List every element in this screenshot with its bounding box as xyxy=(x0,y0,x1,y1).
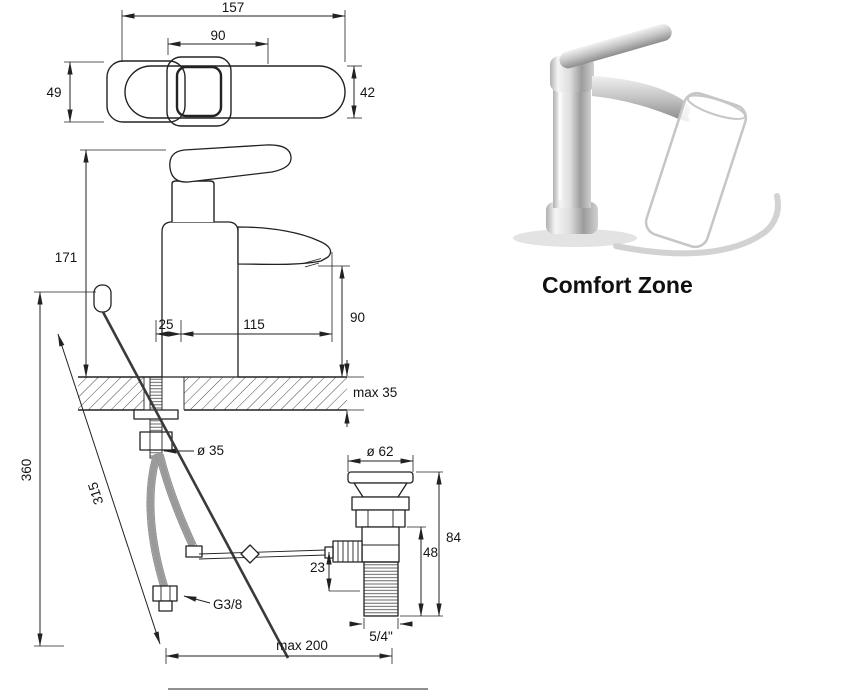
comfort-zone-label: Comfort Zone xyxy=(542,272,693,298)
dim-label-48: 48 xyxy=(423,545,438,560)
dim-label-25: 25 xyxy=(158,317,173,332)
dim-label-157: 157 xyxy=(222,0,245,15)
drain-body xyxy=(361,526,400,563)
linkage-clamp xyxy=(240,544,260,564)
faucet-spout-outline xyxy=(237,226,332,266)
surface-curve xyxy=(613,193,781,257)
drain-flange xyxy=(351,496,410,511)
drain-linkage xyxy=(198,544,327,564)
faucet-neck-outline xyxy=(171,180,215,222)
faucet-body-outline xyxy=(161,221,239,378)
dim-label-90-top: 90 xyxy=(210,28,225,43)
dim-label-max200: max 200 xyxy=(276,638,328,653)
comfort-faucet xyxy=(546,24,691,234)
dim-label-drain-diameter: ø 62 xyxy=(366,444,393,459)
glass-outline xyxy=(644,91,748,249)
top-view-body-outline xyxy=(106,60,186,123)
dim-label-49: 49 xyxy=(46,85,61,100)
top-view-handle-base-outline xyxy=(166,56,232,127)
dim-label-max35: max 35 xyxy=(353,385,397,400)
drain-threaded-tail xyxy=(363,561,399,617)
dim-label-90-front: 90 xyxy=(350,310,365,325)
top-view-handle-inner-outline xyxy=(175,65,223,118)
top-view-lever-outline xyxy=(124,65,346,119)
counter-hatch-left xyxy=(78,377,144,410)
drain-plug-cone xyxy=(353,482,408,498)
comfort-zone-illustration: Comfort Zone xyxy=(513,24,781,298)
supply-hose-right xyxy=(156,452,203,558)
dim-label-315: 315 xyxy=(85,480,106,506)
dim-label-23: 23 xyxy=(310,560,325,575)
dim-label-171: 171 xyxy=(55,250,78,265)
faucet-lever-outline xyxy=(169,144,292,183)
drain-union-nut xyxy=(355,509,406,528)
drain-plug-cap xyxy=(347,471,414,484)
dim-label-84: 84 xyxy=(446,530,462,545)
drain-assembly: ø 62 84 48 23 5/4" xyxy=(310,444,462,644)
dim-label-supply-thread: G3/8 xyxy=(213,597,242,612)
counter-hatch-right xyxy=(184,377,347,410)
top-view-drawing: 157 90 49 42 xyxy=(46,0,375,127)
front-view-drawing: 171 25 115 90 xyxy=(55,144,365,378)
dim-label-115: 115 xyxy=(243,317,265,332)
dim-label-waste-thread: 5/4" xyxy=(369,629,393,644)
dim-label-42: 42 xyxy=(360,85,375,100)
faucet-shadow xyxy=(513,229,637,247)
comfort-faucet-spout xyxy=(592,76,691,120)
dim-label-360: 360 xyxy=(19,459,34,482)
dim-label-hole-diameter: ø 35 xyxy=(197,443,224,458)
comfort-faucet-lever xyxy=(559,24,672,69)
installation-section: ø 35 G3/8 xyxy=(19,284,428,690)
